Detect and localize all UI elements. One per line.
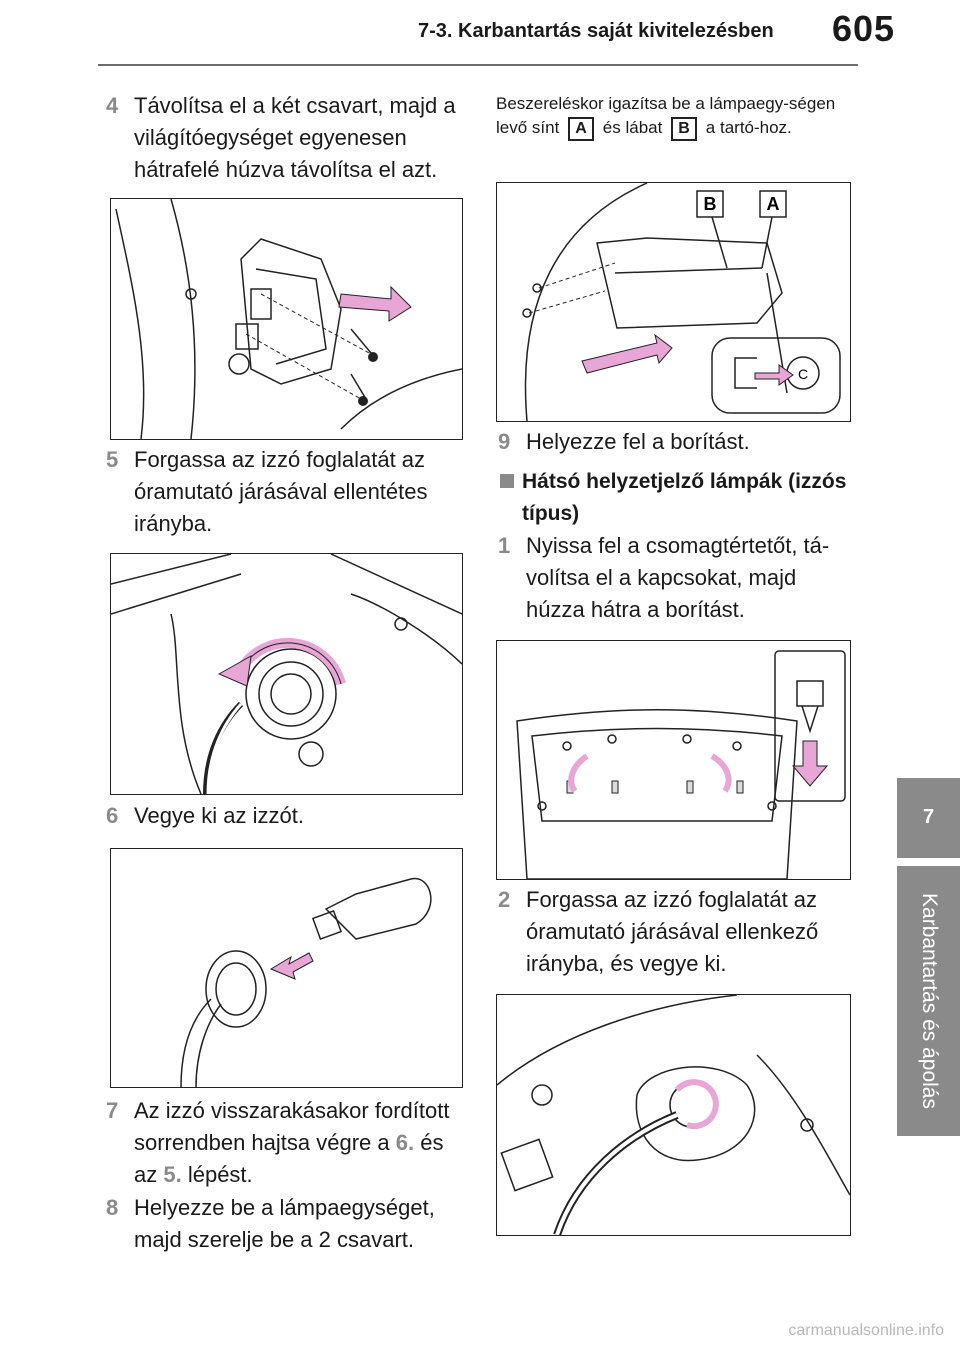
step-text: Távolítsa el a két csavart, majd a világ… <box>134 93 456 182</box>
subheading-text: Hátsó helyzetjelző lámpák (izzós típus) <box>522 470 847 525</box>
step-5: 5 Forgassa az izzó foglalatát az óramuta… <box>106 444 466 540</box>
step-1: 1 Nyissa fel a csomagtértetőt, tá-volíts… <box>498 530 858 626</box>
step-number: 8 <box>106 1195 119 1220</box>
figure-bulb-remove <box>110 848 463 1088</box>
figure-lamp-removal <box>110 198 463 440</box>
figure-rear-socket <box>496 994 851 1236</box>
note-text: és lábat <box>602 118 663 137</box>
step-4: 4 Távolítsa el a két csavart, majd a vil… <box>106 90 466 186</box>
step-2: 2 Forgassa az izzó foglalatát az óramuta… <box>498 884 858 980</box>
step-text-part: és az <box>134 1130 444 1187</box>
step-text: Helyezze be a lámpaegységet, majd szerel… <box>134 1195 435 1252</box>
chapter-label-tab: Karbantartás és ápolás <box>897 866 960 1136</box>
bulb-remove-illustration <box>180 877 432 1087</box>
chapter-tab: 7 <box>897 778 960 858</box>
step-text: Vegye ki az izzót. <box>134 803 304 828</box>
subheading: Hátsó helyzetjelző lámpák (izzós típus) <box>500 466 860 530</box>
step-9: 9 Helyezze fel a borítást. <box>498 426 858 458</box>
step-number: 7 <box>106 1098 119 1123</box>
installation-note: Beszereléskor igazítsa be a lámpaegy-ség… <box>496 92 856 141</box>
label-a-box: A <box>568 116 595 141</box>
lamp-removal-illustration <box>115 199 462 439</box>
step-number: 5 <box>106 447 119 472</box>
label-b-box: B <box>671 116 698 141</box>
note-text: Beszereléskor igazítsa be a lámpaegy-ség… <box>496 94 836 137</box>
step-text-part: Az izzó visszarakásakor fordított sorren… <box>134 1098 450 1155</box>
step-ref: 5. <box>163 1162 182 1187</box>
step-number: 9 <box>498 429 511 454</box>
figure-socket-rotate <box>110 553 463 795</box>
step-ref: 6. <box>395 1130 415 1155</box>
step-text: Nyissa fel a csomagtértetőt, tá-volítsa … <box>526 533 830 622</box>
subheading-bullet <box>500 474 514 488</box>
step-8: 8 Helyezze be a lámpaegységet, majd szer… <box>106 1192 466 1256</box>
figure-label-a: A <box>767 194 780 214</box>
step-text: Forgassa az izzó foglalatát az óramutató… <box>134 447 428 536</box>
chapter-label: Karbantartás és ápolás <box>917 893 941 1109</box>
step-text: Forgassa az izzó foglalatát az óramutató… <box>526 887 819 976</box>
step-number: 2 <box>498 887 511 912</box>
rear-socket-illustration <box>497 995 850 1235</box>
header-divider <box>98 64 858 66</box>
chapter-number: 7 <box>922 806 935 828</box>
step-number: 6 <box>106 803 119 828</box>
step-7: 7 Az izzó visszarakásakor fordított sorr… <box>106 1095 468 1191</box>
step-number: 4 <box>106 93 119 118</box>
socket-rotate-illustration <box>111 554 462 794</box>
trunk-cover-illustration <box>516 650 846 879</box>
step-number: 1 <box>498 533 511 558</box>
note-text: a tartó-hoz. <box>705 118 792 137</box>
section-title: 7-3. Karbantartás saját kivitelezésben <box>418 20 774 42</box>
footer-watermark: carmanualsonline.info <box>788 1322 944 1339</box>
step-6: 6 Vegye ki az izzót. <box>106 800 466 832</box>
step-text: Helyezze fel a borítást. <box>526 429 750 454</box>
page-number: 605 <box>832 8 896 49</box>
figure-label-b: B <box>704 194 717 214</box>
figure-lamp-install: B A C <box>496 182 851 422</box>
lamp-install-illustration: B A C <box>522 183 841 421</box>
step-text-part: lépést. <box>181 1162 253 1187</box>
figure-label-c: C <box>798 366 808 382</box>
figure-trunk-cover <box>496 640 851 880</box>
